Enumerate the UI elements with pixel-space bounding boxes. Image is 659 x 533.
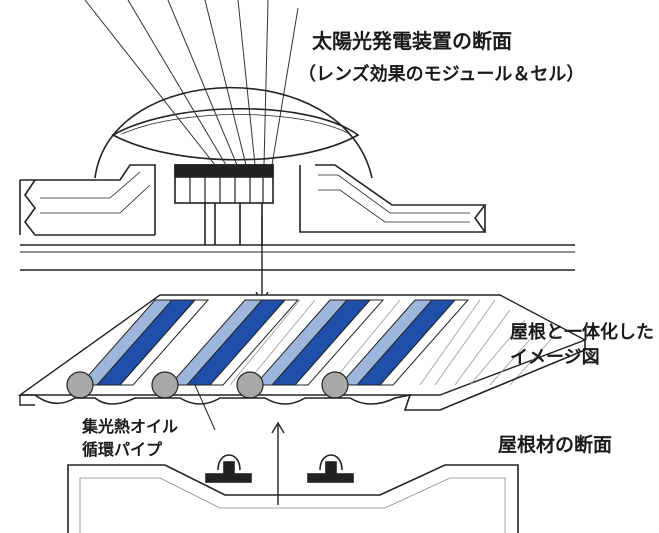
mount-left bbox=[205, 454, 252, 483]
pipe-label-1: 集光熱オイル bbox=[81, 417, 178, 436]
pipe-leader bbox=[194, 384, 216, 431]
roof-material-section bbox=[67, 454, 519, 533]
outer-dome bbox=[94, 86, 373, 179]
cross-section-title: 太陽光発電装置の断面 bbox=[312, 29, 512, 53]
panel-3 bbox=[253, 299, 385, 386]
pipe-label-2: 循環パイプ bbox=[82, 440, 163, 459]
roof-material-label: 屋根材の断面 bbox=[498, 433, 612, 456]
integrated-roof-label-1: 屋根と一体化した bbox=[510, 321, 654, 343]
cross-section-subtitle: （レンズ効果のモジュール＆セル） bbox=[298, 63, 584, 85]
arrow-down bbox=[255, 215, 269, 304]
lens bbox=[111, 108, 360, 161]
integrated-roof-label-2: イメージ図 bbox=[510, 347, 600, 368]
left-frame bbox=[19, 164, 156, 236]
lens-module-section bbox=[19, 0, 575, 271]
panel-2 bbox=[168, 299, 300, 386]
panel-1 bbox=[78, 299, 210, 386]
integrated-roof bbox=[17, 294, 587, 411]
mount-right bbox=[307, 454, 354, 483]
lens-panels bbox=[78, 299, 470, 386]
oil-pipes bbox=[66, 371, 349, 399]
roof-edge bbox=[20, 340, 586, 411]
right-frame bbox=[299, 164, 487, 233]
arrow-up bbox=[271, 421, 285, 505]
sun-rays bbox=[84, 0, 299, 166]
panel-4 bbox=[338, 299, 470, 386]
